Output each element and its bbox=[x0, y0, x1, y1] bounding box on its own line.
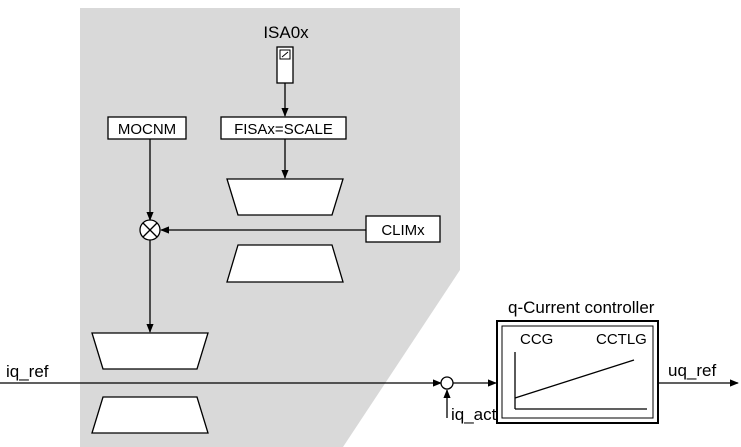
iq-ref-label: iq_ref bbox=[6, 362, 49, 381]
fisa-scale-label: FISAx=SCALE bbox=[234, 121, 333, 138]
climx-box bbox=[365, 215, 441, 243]
controller-gain-label: CCG bbox=[520, 331, 553, 348]
uq-ref-label: uq_ref bbox=[668, 361, 716, 380]
trapezoid-upper-1 bbox=[226, 178, 344, 216]
fisa-scale-box bbox=[220, 116, 347, 140]
controller-time-label: CCTLG bbox=[596, 331, 647, 348]
trapezoid-lower-2 bbox=[91, 396, 209, 434]
controller-inner-box bbox=[501, 325, 654, 419]
iq-act-label: iq_act bbox=[451, 405, 497, 424]
climx-label: CLIMx bbox=[381, 222, 425, 239]
controller-title: q-Current controller bbox=[508, 298, 655, 317]
mocnm-box bbox=[107, 116, 187, 140]
mocnm-label: MOCNM bbox=[118, 121, 176, 138]
controller-box bbox=[496, 320, 659, 424]
isa0x-label: ISA0x bbox=[263, 23, 309, 42]
summing-junction bbox=[440, 376, 454, 390]
trapezoid-lower-1 bbox=[91, 332, 209, 370]
controller-response-line bbox=[514, 359, 635, 399]
trapezoid-upper-2 bbox=[226, 244, 344, 283]
